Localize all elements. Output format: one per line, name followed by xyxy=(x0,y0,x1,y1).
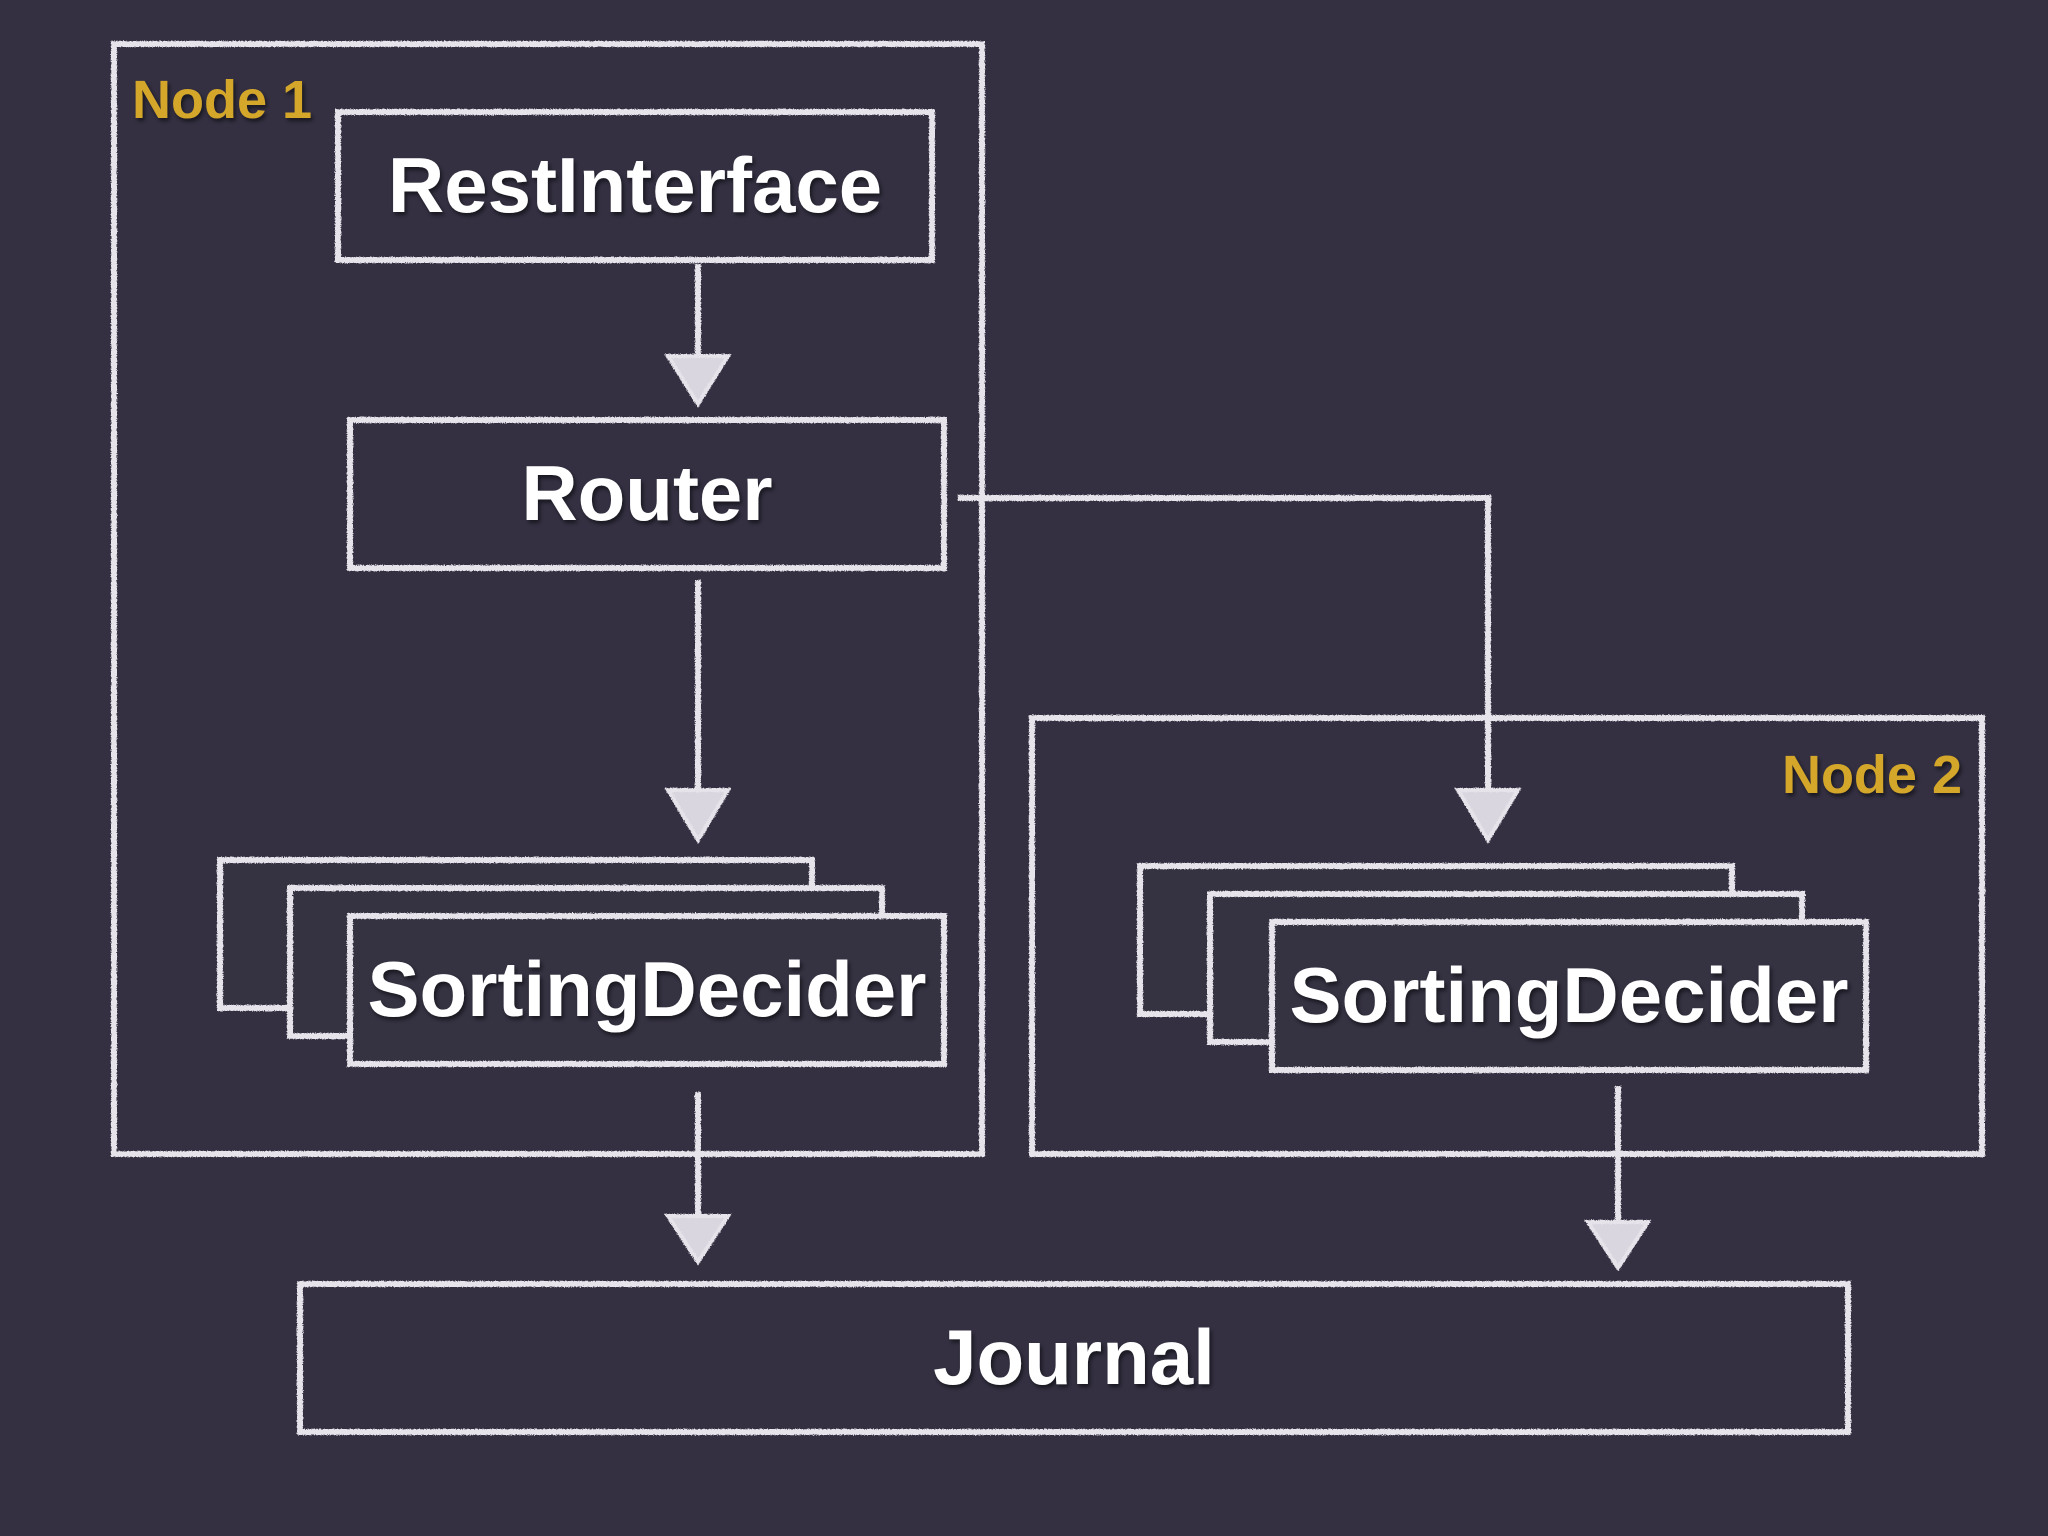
sortingdecider-stack-node2 xyxy=(1137,863,1869,1073)
restinterface-label: RestInterface xyxy=(388,141,882,229)
arrow-down-icon xyxy=(1584,1220,1652,1272)
journal-box xyxy=(297,1281,1851,1435)
connector-router-sortingdecider2 xyxy=(958,495,1491,790)
sortingdecider-node2-label: SortingDecider xyxy=(1289,951,1848,1039)
sortingdecider-stack-node1 xyxy=(217,857,947,1067)
node1-container xyxy=(111,41,985,1157)
sortingdecider-node1-label: SortingDecider xyxy=(367,945,926,1033)
arrow-down-icon xyxy=(664,788,732,844)
arrow-down-icon xyxy=(1454,788,1522,844)
router-label: Router xyxy=(521,449,772,537)
arrow-down-icon xyxy=(664,1214,732,1266)
arrow-down-icon xyxy=(664,354,732,408)
router-box xyxy=(347,417,947,571)
node2-label: Node 2 xyxy=(1782,745,1962,805)
node1-label: Node 1 xyxy=(132,70,312,130)
node2-container xyxy=(1029,715,1985,1157)
journal-label: Journal xyxy=(933,1313,1215,1401)
restinterface-box xyxy=(335,109,935,263)
